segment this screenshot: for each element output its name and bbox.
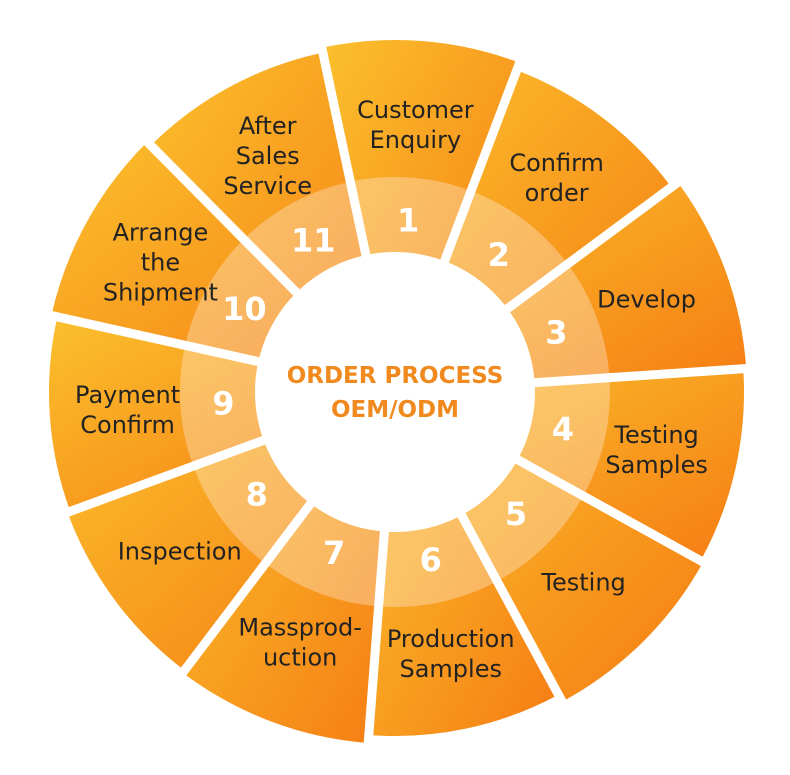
step-numbers: 1 2 3 4 5 6 7 8 9 10 11 [212,202,574,580]
step-number-5: 5 [505,495,527,533]
step-label-7: uction [263,644,337,672]
step-label-9: Confirm [80,411,175,439]
step-labels: CustomerEnquiryConfirmorderDevelopTestin… [75,96,708,683]
step-label-4: Testing [613,421,698,449]
step-label-7: Massprod- [238,614,362,642]
step-number-10: 10 [222,290,267,328]
step-label-5: Testing [540,568,625,596]
step-label-2: order [525,179,589,207]
step-number-3: 3 [545,314,567,352]
step-label-11: Service [223,172,312,200]
center-title: ORDER PROCESS [287,363,504,389]
step-number-6: 6 [420,541,442,579]
step-label-10: Arrange [113,218,209,246]
segment-9 [48,316,395,512]
step-number-11: 11 [291,222,336,260]
step-label-1: Customer [357,96,474,124]
step-label-6: Samples [399,655,502,683]
center-disc [255,252,535,532]
step-number-2: 2 [488,236,510,274]
step-label-10: the [141,248,180,276]
step-label-6: Production [387,625,515,653]
step-number-8: 8 [246,475,268,513]
step-number-4: 4 [552,410,574,448]
step-label-1: Enquiry [370,126,462,154]
step-label-11: Sales [236,142,300,170]
step-label-4: Samples [605,451,708,479]
step-label-10: Shipment [103,278,218,306]
center-subtitle: OEM/ODM [331,397,459,423]
step-number-9: 9 [212,384,234,422]
step-label-3: Develop [597,286,696,314]
step-label-11: After [239,112,297,140]
step-number-7: 7 [323,534,345,572]
step-label-9: Payment [75,381,180,409]
step-label-2: Confirm [509,149,604,177]
segment-1 [321,39,520,392]
step-number-1: 1 [397,202,419,240]
step-label-8: Inspection [118,538,242,566]
